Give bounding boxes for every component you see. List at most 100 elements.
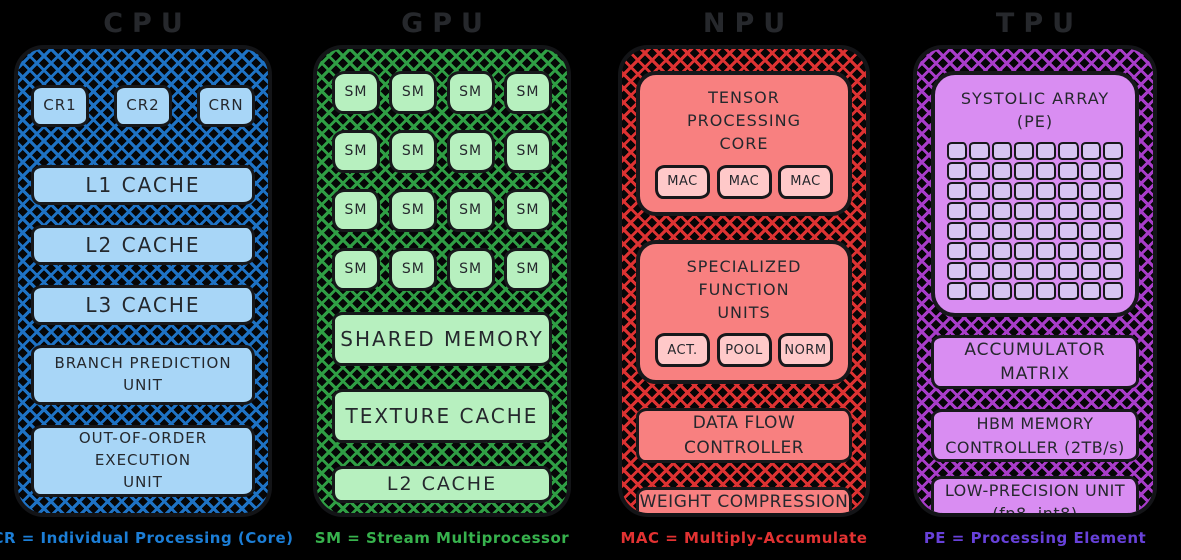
- tpu-pe-cell: [1013, 222, 1034, 241]
- gpu-sm-box: SM: [332, 248, 380, 291]
- tpu-pe-cell: [1080, 142, 1101, 161]
- cpu-l3-cache-block: L3 CACHE: [31, 285, 255, 325]
- tpu-pe-cell: [1036, 222, 1057, 241]
- tpu-pe-cell: [1102, 262, 1123, 281]
- tpu-pe-cell: [1058, 242, 1079, 261]
- gpu-sm-box: SM: [446, 130, 495, 173]
- cpu-branch-prediction-block: BRANCH PREDICTION UNIT: [31, 345, 255, 405]
- gpu-sm-box: SM: [389, 189, 438, 232]
- tpu-pe-cell: [947, 262, 968, 281]
- npu-sfu-title: SPECIALIZED FUNCTION UNITS: [686, 256, 802, 322]
- tpu-pe-cell: [1058, 202, 1079, 221]
- tpu-pe-cell: [991, 262, 1012, 281]
- tpu-pe-cell: [1036, 262, 1057, 281]
- tpu-pe-cell: [1058, 142, 1079, 161]
- cpu-panel: CPU CR1 CR2 CRN L1 CACHE L2 CACHE L3 CAC…: [0, 3, 293, 547]
- npu-data-flow-controller-block: DATA FLOW CONTROLLER: [636, 408, 852, 464]
- gpu-legend: SM = Stream Multiprocessor: [314, 529, 570, 547]
- tpu-pe-cell: [1013, 142, 1034, 161]
- tpu-pe-cell: [969, 142, 990, 161]
- tpu-pe-cell: [1058, 182, 1079, 201]
- tpu-pe-cell: [1036, 242, 1057, 261]
- tpu-pe-cell: [1013, 282, 1034, 301]
- tpu-pe-cell: [947, 242, 968, 261]
- tpu-pe-cell: [1080, 262, 1101, 281]
- cpu-core-cr2: CR2: [114, 85, 172, 127]
- npu-sfu-section: SPECIALIZED FUNCTION UNITS ACT. POOL NOR…: [636, 239, 852, 385]
- tpu-pe-cell: [991, 282, 1012, 301]
- tpu-pe-cell: [1013, 162, 1034, 181]
- npu-panel: NPU TENSOR PROCESSING CORE MAC MAC MAC S…: [618, 3, 870, 547]
- tpu-pe-cell: [947, 142, 968, 161]
- gpu-title: GPU: [401, 8, 492, 39]
- tpu-pe-cell: [969, 242, 990, 261]
- gpu-sm-box: SM: [389, 130, 438, 173]
- tpu-legend: PE = Processing Element: [923, 529, 1147, 547]
- gpu-sm-box: SM: [446, 189, 495, 232]
- tpu-die: SYSTOLIC ARRAY (PE) ACCUMULATOR MATRIX H…: [913, 45, 1157, 517]
- tpu-pe-cell: [947, 162, 968, 181]
- tpu-pe-cell: [947, 282, 968, 301]
- gpu-sm-box: SM: [446, 248, 495, 291]
- tpu-pe-cell: [969, 222, 990, 241]
- gpu-shared-memory-block: SHARED MEMORY: [332, 312, 552, 367]
- tpu-pe-cell: [1058, 282, 1079, 301]
- tpu-pe-cell: [991, 202, 1012, 221]
- tpu-pe-cell: [1058, 162, 1079, 181]
- tpu-pe-cell: [1013, 202, 1034, 221]
- tpu-pe-cell: [1102, 222, 1123, 241]
- tpu-pe-cell: [991, 142, 1012, 161]
- npu-mac-row: MAC MAC MAC: [652, 164, 836, 199]
- tpu-pe-cell: [991, 222, 1012, 241]
- tpu-pe-cell: [969, 202, 990, 221]
- npu-norm-unit: NORM: [778, 333, 833, 368]
- tpu-pe-cell: [1036, 142, 1057, 161]
- tpu-pe-cell: [1036, 162, 1057, 181]
- npu-legend: MAC = Multiply-Accumulate: [620, 529, 868, 547]
- tpu-pe-cell: [1080, 242, 1101, 261]
- tpu-pe-cell: [1036, 182, 1057, 201]
- gpu-sm-box: SM: [389, 71, 438, 114]
- tpu-pe-cell: [991, 182, 1012, 201]
- npu-weight-compression-block: WEIGHT COMPRESSION / DECOMPRESSION: [636, 487, 852, 513]
- npu-mac-unit: MAC: [716, 164, 772, 199]
- tpu-pe-cell: [1102, 202, 1123, 221]
- gpu-sm-box: SM: [332, 130, 380, 173]
- npu-sfu-row: ACT. POOL NORM: [652, 333, 836, 368]
- tpu-systolic-array-title: SYSTOLIC ARRAY (PE): [960, 89, 1110, 132]
- npu-die: TENSOR PROCESSING CORE MAC MAC MAC SPECI…: [618, 45, 870, 517]
- tpu-pe-cell: [969, 162, 990, 181]
- npu-mac-unit: MAC: [655, 164, 710, 199]
- npu-pool-unit: POOL: [716, 333, 772, 368]
- tpu-pe-cell: [1058, 262, 1079, 281]
- gpu-sm-box: SM: [503, 189, 552, 232]
- tpu-pe-cell: [1036, 202, 1057, 221]
- cpu-cores-row: CR1 CR2 CRN: [31, 85, 255, 127]
- cpu-l2-cache-block: L2 CACHE: [31, 225, 255, 265]
- npu-tensor-core-section: TENSOR PROCESSING CORE MAC MAC MAC: [636, 71, 852, 216]
- gpu-l2-cache-block: L2 CACHE: [332, 466, 552, 503]
- tpu-pe-cell: [991, 242, 1012, 261]
- gpu-sm-box: SM: [332, 71, 380, 114]
- tpu-accumulator-matrix-block: ACCUMULATOR MATRIX: [931, 335, 1139, 390]
- tpu-systolic-array-section: SYSTOLIC ARRAY (PE): [931, 71, 1139, 318]
- tpu-hbm-controller-block: HBM MEMORY CONTROLLER (2TB/s): [931, 409, 1139, 462]
- tpu-pe-cell: [947, 202, 968, 221]
- npu-mac-unit: MAC: [778, 164, 833, 199]
- tpu-title: TPU: [995, 8, 1084, 39]
- cpu-l1-cache-block: L1 CACHE: [31, 165, 255, 205]
- tpu-pe-cell: [991, 162, 1012, 181]
- gpu-sm-box: SM: [389, 248, 438, 291]
- tpu-pe-cell: [1013, 242, 1034, 261]
- gpu-sm-box: SM: [332, 189, 380, 232]
- cpu-out-of-order-block: OUT-OF-ORDER EXECUTION UNIT: [31, 425, 255, 497]
- processor-comparison-diagram: CPU CR1 CR2 CRN L1 CACHE L2 CACHE L3 CAC…: [0, 3, 1157, 547]
- tpu-pe-cell: [1013, 182, 1034, 201]
- npu-title: NPU: [702, 8, 795, 39]
- tpu-panel: TPU SYSTOLIC ARRAY (PE) ACCUMULATOR MATR…: [913, 3, 1157, 547]
- tpu-pe-cell: [1080, 222, 1101, 241]
